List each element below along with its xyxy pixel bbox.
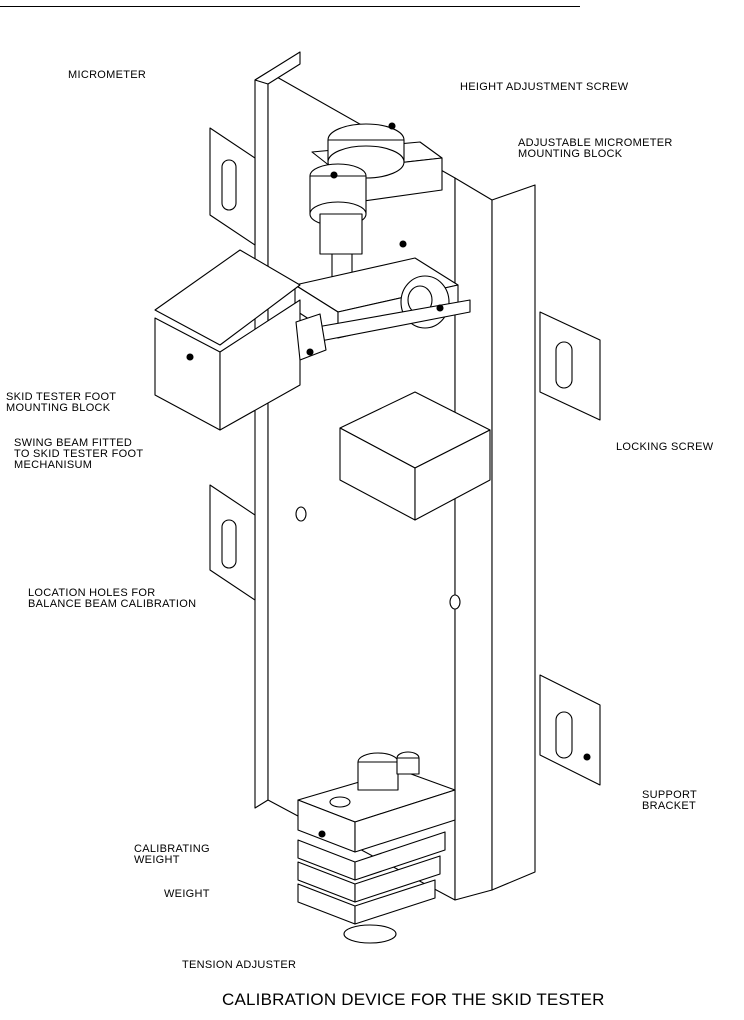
top-rule	[0, 6, 580, 7]
marker-height-screw	[388, 122, 396, 130]
weight-3-side	[354, 879, 436, 925]
marker-support-bracket	[583, 753, 591, 761]
back-column	[254, 71, 269, 809]
label-micrometer: MICROMETER	[68, 69, 147, 81]
foot-block-top	[154, 249, 301, 346]
foot-block-side	[219, 299, 301, 431]
label-height-adjustment-screw: HEIGHT ADJUSTMENT SCREW	[460, 81, 629, 93]
label-weight: WEIGHT	[164, 888, 210, 900]
label-locking-screw: LOCKING SCREW	[616, 441, 714, 453]
lower-block-side	[414, 429, 491, 521]
label-tension-adjuster: TENSION ADJUSTER	[182, 959, 297, 971]
label-calibrating-weight: CALIBRATING WEIGHT	[134, 843, 210, 866]
upper-left-slot	[221, 159, 237, 211]
calib-weight-side	[354, 789, 456, 853]
upper-right-slot	[555, 341, 573, 389]
right-column-side	[454, 177, 493, 901]
label-skid-tester-foot-mounting-block: SKID TESTER FOOT MOUNTING BLOCK	[6, 391, 117, 414]
marker-swing-beam	[306, 348, 314, 356]
marker-calib-weight	[318, 830, 326, 838]
marker-locking-screw	[436, 304, 444, 312]
calib-weight-pin	[329, 796, 351, 808]
right-column-face	[491, 184, 536, 891]
swing-beam-wedge	[295, 313, 327, 361]
label-location-holes: LOCATION HOLES FOR BALANCE BEAM CALIBRAT…	[28, 587, 197, 610]
lower-left-slot	[221, 519, 237, 569]
calib-weight-knob-body	[396, 757, 420, 775]
top-flange	[254, 51, 301, 85]
tension-adjuster	[343, 924, 397, 944]
label-swing-beam: SWING BEAM FITTED TO SKID TESTER FOOT ME…	[14, 437, 144, 471]
weight-2-side	[354, 855, 441, 903]
figure-caption: CALIBRATION DEVICE FOR THE SKID TESTER	[222, 990, 605, 1009]
weight-1-side	[354, 831, 446, 881]
marker-micrometer	[330, 171, 338, 179]
location-hole-upper	[295, 506, 307, 522]
marker-mounting-block	[399, 240, 407, 248]
micrometer-spindle-body	[319, 213, 363, 255]
label-adjustable-micrometer-mounting-block: ADJUSTABLE MICROMETER MOUNTING BLOCK	[518, 137, 673, 160]
lower-right-slot	[555, 711, 573, 759]
calib-weight-cyl-body	[357, 761, 399, 791]
label-support-bracket: SUPPORT BRACKET	[642, 789, 698, 812]
marker-foot-block	[186, 353, 194, 361]
location-hole-lower	[449, 594, 461, 610]
